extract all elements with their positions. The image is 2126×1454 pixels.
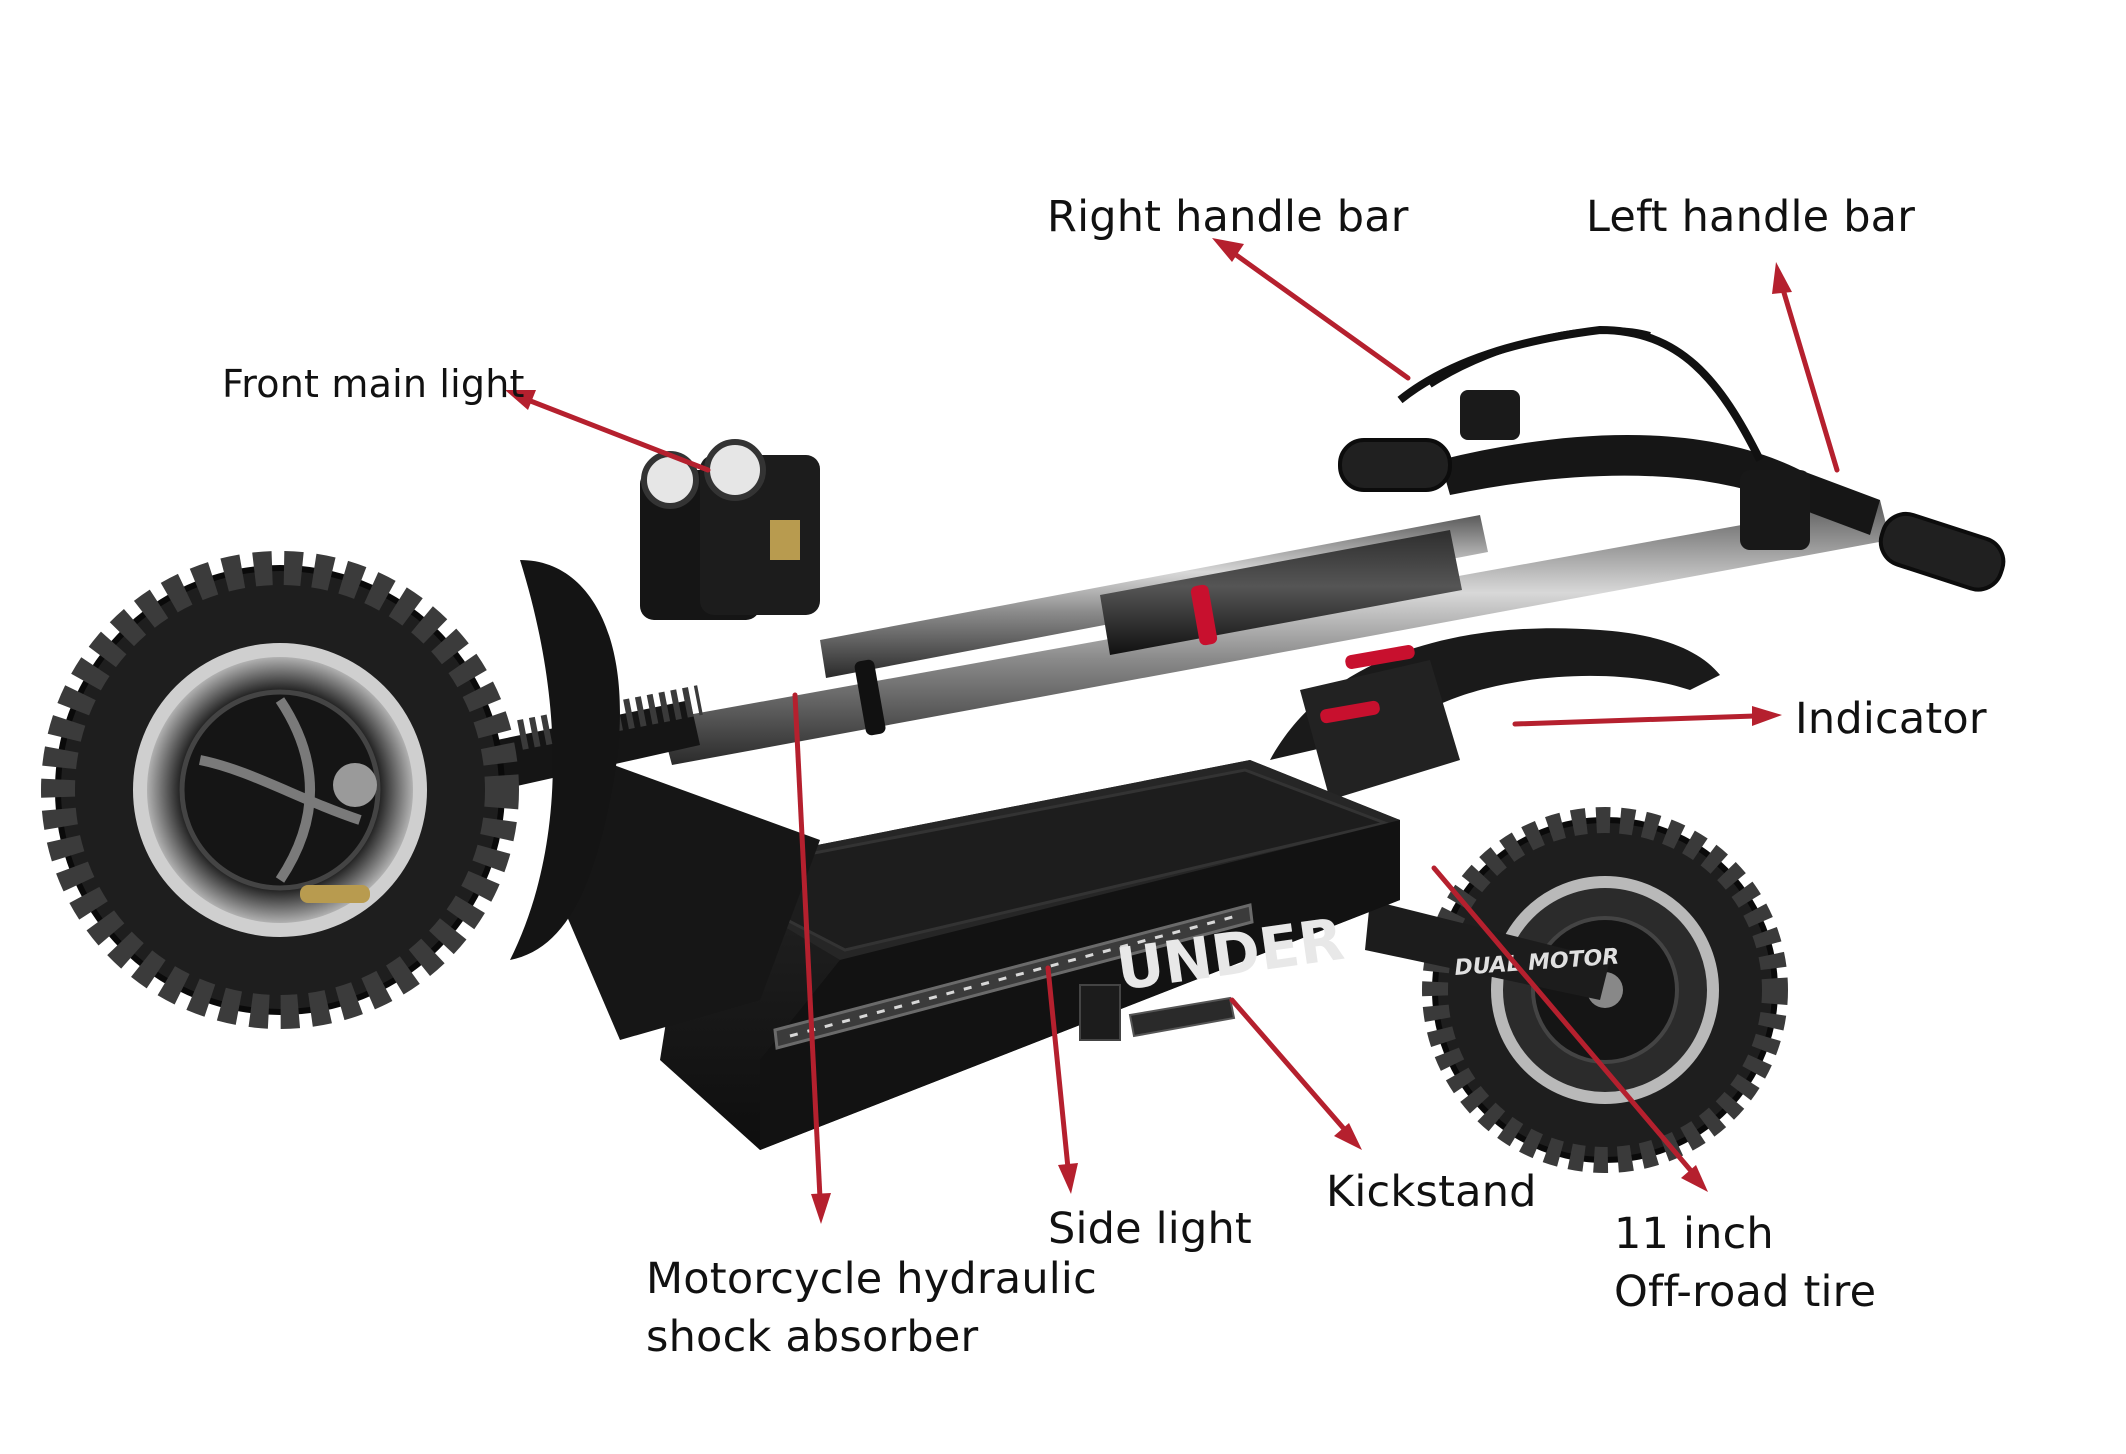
arrow-off-road-tire bbox=[1431, 865, 1708, 1192]
label-left-handle-bar: Left handle bar bbox=[1586, 188, 1915, 246]
indicator-text: Indicator bbox=[1795, 694, 1987, 744]
stem bbox=[660, 500, 1890, 765]
label-indicator: Indicator bbox=[1795, 690, 1987, 748]
callout-arrows bbox=[505, 238, 1840, 1224]
front-lights bbox=[640, 439, 820, 620]
rear-fender bbox=[1270, 628, 1720, 1000]
front-mudguard bbox=[510, 560, 620, 960]
shock-absorber-line1: Motorcycle hydraulic bbox=[646, 1254, 1097, 1304]
right-handle-bar-text: Right handle bar bbox=[1047, 192, 1409, 242]
shock-absorber-line2: shock absorber bbox=[646, 1312, 979, 1362]
arrow-shock-absorber bbox=[792, 692, 831, 1224]
arrow-kickstand bbox=[1229, 997, 1362, 1150]
label-front-main-light: Front main light bbox=[222, 355, 525, 413]
kickstand-text: Kickstand bbox=[1326, 1167, 1537, 1217]
handlebar bbox=[1338, 325, 2006, 592]
front-main-light-text: Front main light bbox=[222, 362, 525, 406]
tire-line2: Off-road tire bbox=[1614, 1267, 1877, 1317]
front-wheel bbox=[41, 551, 519, 1029]
label-side-light: Side light bbox=[1048, 1200, 1252, 1258]
rear-wheel bbox=[1422, 807, 1788, 1173]
tire-line1: 11 inch bbox=[1614, 1209, 1774, 1259]
side-light-text: Side light bbox=[1048, 1204, 1252, 1254]
label-kickstand: Kickstand bbox=[1326, 1163, 1537, 1221]
arrow-indicator bbox=[1512, 706, 1782, 727]
left-handle-bar-text: Left handle bar bbox=[1586, 192, 1916, 242]
label-right-handle-bar: Right handle bar bbox=[1047, 188, 1409, 246]
label-shock-absorber: Motorcycle hydraulic shock absorber bbox=[646, 1250, 1097, 1366]
arrow-right-handle-bar bbox=[1212, 238, 1411, 381]
deck: UNDER bbox=[660, 760, 1400, 1150]
arrow-side-light bbox=[1045, 965, 1078, 1194]
label-off-road-tire: 11 inch Off-road tire bbox=[1614, 1205, 1876, 1321]
kickstand-part bbox=[1079, 984, 1236, 1041]
arrow-left-handle-bar bbox=[1772, 262, 1840, 473]
arrow-front-main-light bbox=[505, 390, 711, 473]
